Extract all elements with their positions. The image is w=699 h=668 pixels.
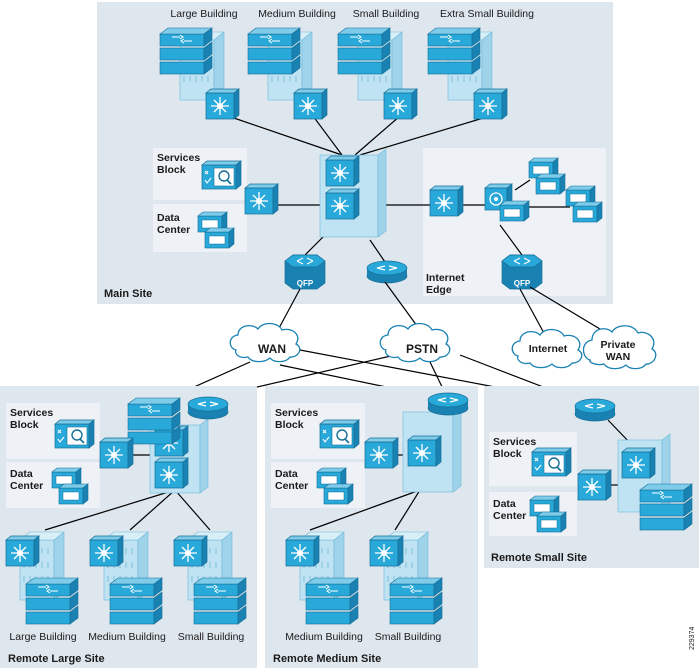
pstn-cloud: [379, 322, 451, 363]
main-qfp-label: QFP: [297, 279, 314, 288]
private-wan-label-1: Private: [600, 339, 635, 351]
remote-medium-dist-switch: [364, 437, 399, 469]
remote-medium-services-label-1: Services: [275, 407, 318, 419]
remote-medium-title: Remote Medium Site: [273, 653, 381, 665]
remote-small-dist-switch: [577, 469, 612, 501]
remote-large-building-label-large: Large Building: [9, 631, 76, 643]
remote-large-services-icon: [54, 419, 95, 449]
remote-medium-router: [427, 392, 469, 416]
private-wan-cloud: [582, 325, 657, 370]
remote-large-services-label-1: Services: [10, 407, 53, 419]
remote-large-building-label-small: Small Building: [178, 631, 245, 643]
remote-medium-building-label-medium: Medium Building: [285, 631, 363, 643]
internet-edge-label-1: Internet: [426, 272, 465, 284]
remote-medium-server-2: [323, 483, 354, 505]
edge-server-4: [572, 201, 603, 223]
main-data-center-server-2: [204, 227, 235, 249]
remote-small-switch: [639, 483, 693, 531]
remote-small-dc-label-2: Center: [493, 510, 526, 522]
remote-large-switch: [127, 397, 181, 445]
edge-qfp-label: QFP: [514, 279, 531, 288]
remote-small-services-label-1: Services: [493, 436, 536, 448]
edge-server-5: [499, 200, 530, 222]
internet-cloud-label: Internet: [529, 343, 568, 355]
main-data-center-label-2: Center: [157, 224, 190, 236]
main-site-title: Main Site: [104, 288, 152, 300]
remote-large-building-label-medium: Medium Building: [88, 631, 166, 643]
remote-small-dc-label-1: Data: [493, 498, 516, 510]
remote-small-router: [574, 398, 616, 422]
wan-links: [164, 281, 611, 406]
remote-small-title: Remote Small Site: [491, 552, 587, 564]
main-core-stack: [319, 148, 387, 238]
edge-switch: [429, 185, 464, 217]
remote-large-dc-label-2: Center: [10, 480, 43, 492]
remote-small-services-label-2: Block: [493, 448, 522, 460]
wan-cloud-label: WAN: [258, 342, 286, 356]
internet-edge-label-2: Edge: [426, 284, 452, 296]
remote-medium-dc-label-1: Data: [275, 468, 298, 480]
wan-cloud: [229, 322, 301, 363]
main-site-links: [227, 115, 570, 263]
remote-medium-services-icon: [319, 419, 360, 449]
remote-large-dist-switch: [99, 437, 134, 469]
main-services-label-2: Block: [157, 164, 186, 176]
remote-large-dc-label-1: Data: [10, 468, 33, 480]
private-wan-label-2: WAN: [606, 351, 631, 363]
main-services-block-icon: [201, 160, 242, 190]
remote-medium-dc-label-2: Center: [275, 480, 308, 492]
remote-small-server-2: [536, 511, 567, 533]
main-services-label-1: Services: [157, 152, 200, 164]
main-distribution-switch: [244, 183, 279, 215]
edge-server-2: [535, 173, 566, 195]
remote-large-services-label-2: Block: [10, 419, 39, 431]
remote-large-router: [187, 396, 229, 420]
main-building-label-small: Small Building: [353, 8, 420, 20]
remote-medium-building-label-small: Small Building: [375, 631, 442, 643]
main-wan-router: [366, 260, 408, 284]
pstn-cloud-label: PSTN: [406, 342, 438, 356]
remote-large-title: Remote Large Site: [8, 653, 105, 665]
main-building-label-extra-small: Extra Small Building: [440, 8, 534, 20]
remote-medium-services-label-2: Block: [275, 419, 304, 431]
remote-medium-core: [402, 405, 462, 493]
internet-cloud: [511, 328, 583, 369]
figure-id: 229374: [689, 627, 696, 650]
main-data-center-label-1: Data: [157, 212, 180, 224]
remote-large-server-2: [58, 483, 89, 505]
main-building-label-large: Large Building: [170, 8, 237, 20]
remote-small-services-icon: [531, 447, 572, 477]
main-building-label-medium: Medium Building: [258, 8, 336, 20]
